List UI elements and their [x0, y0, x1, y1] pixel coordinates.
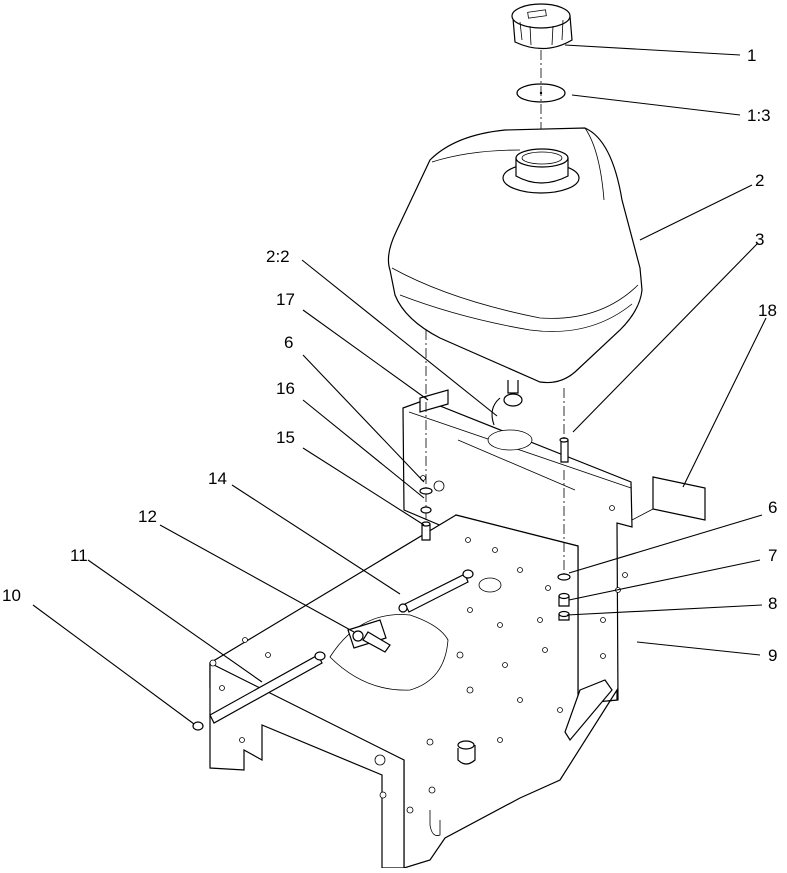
tank-hose	[491, 397, 501, 426]
callout-18: 18	[758, 301, 777, 320]
fuel-tank	[387, 127, 643, 407]
callout-16: 16	[276, 379, 295, 398]
callout-11: 11	[70, 546, 88, 565]
callout-15: 15	[276, 428, 295, 447]
callout-2: 2	[755, 171, 764, 190]
callout-10: 10	[2, 586, 21, 605]
shutoff-valve	[347, 619, 391, 653]
warning-decal	[419, 389, 449, 413]
mounting-stud	[559, 437, 569, 463]
callout-6-lower: 6	[768, 498, 777, 517]
fuel-cap	[511, 3, 573, 50]
callout-1: 1	[747, 46, 756, 65]
callout-2-2: 2:2	[266, 247, 290, 266]
callout-6-upper: 6	[284, 333, 293, 352]
hose-clamp	[192, 721, 204, 731]
callout-1-3: 1:3	[747, 106, 771, 125]
fuel-hose-upper	[398, 569, 474, 613]
callout-8: 8	[768, 594, 777, 613]
decal	[631, 476, 706, 521]
fuel-hose-lower	[209, 651, 326, 724]
callout-14: 14	[208, 469, 227, 488]
leader-lines	[32, 44, 767, 725]
callout-12: 12	[138, 507, 157, 526]
callout-9: 9	[768, 646, 777, 665]
callout-labels: 1 1:3 2 3 2:2 18 17 6 16 15 14 6 12 7 11…	[2, 46, 777, 665]
callout-3: 3	[755, 230, 764, 249]
callout-7: 7	[768, 546, 777, 565]
frame	[209, 399, 633, 869]
right-hardware	[557, 573, 571, 621]
callout-17: 17	[276, 290, 295, 309]
